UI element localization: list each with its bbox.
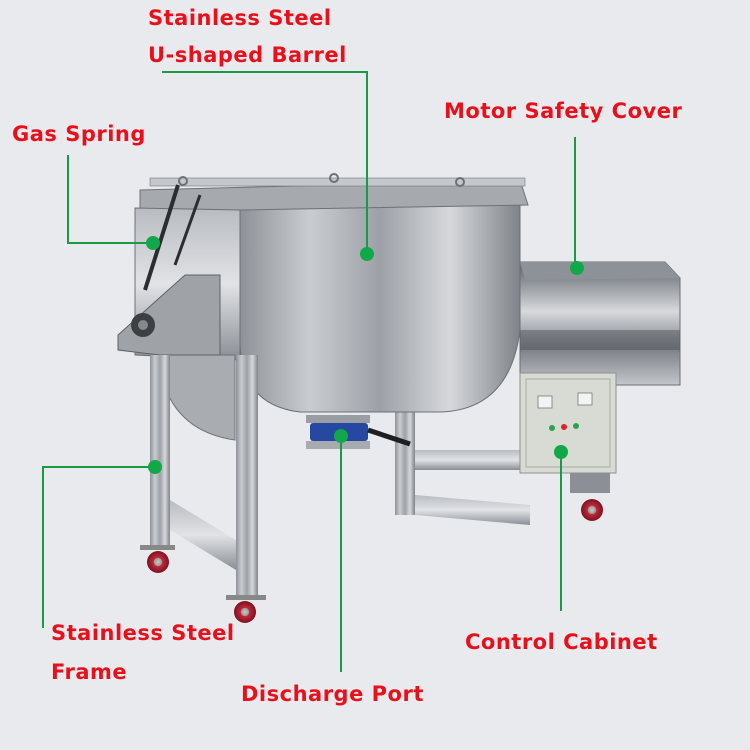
label-gas-spring: Gas Spring — [12, 122, 146, 146]
rear-frame — [395, 395, 530, 525]
dot-gas-spring — [146, 236, 160, 250]
label-barrel-line1: Stainless Steel — [148, 6, 332, 30]
stainless-steel-frame — [140, 355, 266, 623]
dot-barrel — [360, 247, 374, 261]
label-control-cabinet: Control Cabinet — [465, 630, 658, 654]
label-frame-line1: Stainless Steel — [51, 621, 235, 645]
callout-connectors — [42, 71, 576, 672]
label-frame-line2: Frame — [51, 660, 128, 684]
dot-control-cabinet — [554, 445, 568, 459]
label-barrel-line2: U-shaped Barrel — [148, 43, 347, 67]
label-motor-safety-cover: Motor Safety Cover — [444, 99, 683, 123]
dot-discharge — [334, 429, 348, 443]
connector-gas-spring — [67, 155, 153, 244]
control-cabinet-box — [519, 372, 617, 521]
dot-motor-cover — [570, 261, 584, 275]
label-discharge-port: Discharge Port — [241, 682, 424, 706]
dot-frame — [148, 460, 162, 474]
connector-frame — [42, 466, 155, 628]
discharge-valve — [306, 415, 411, 449]
motor-safety-cover — [519, 261, 681, 386]
u-shaped-barrel — [117, 173, 529, 441]
connector-barrel — [162, 71, 368, 254]
callout-dots — [146, 236, 584, 474]
